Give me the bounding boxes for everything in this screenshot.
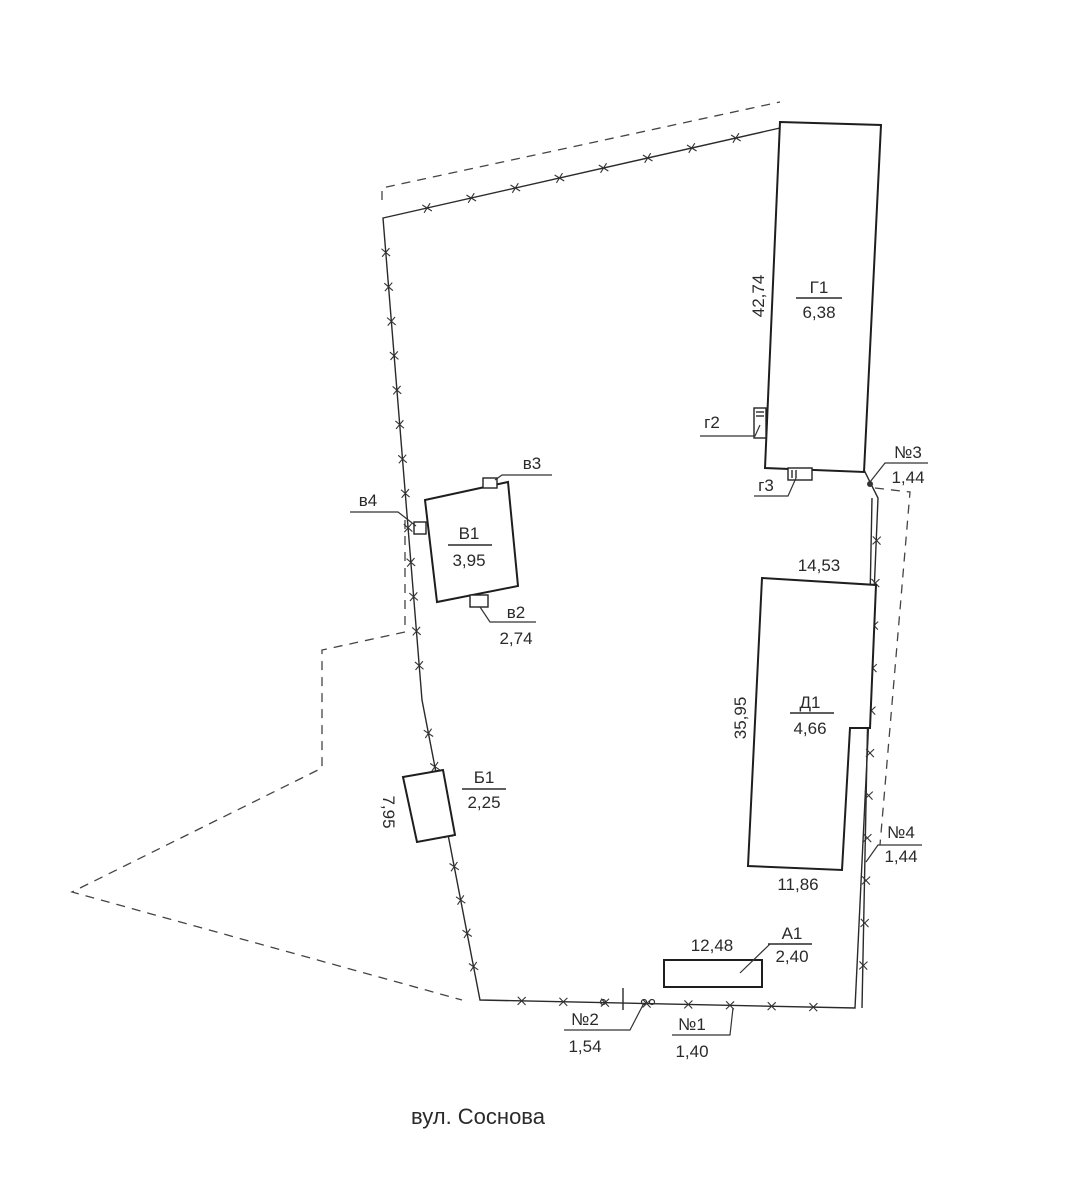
fence-tick [730, 134, 741, 142]
annex-v2-name: в2 [507, 603, 526, 622]
fence-tick [861, 876, 871, 885]
fence-tick [466, 194, 477, 202]
fence-tick [598, 164, 609, 172]
fence-tick [642, 154, 653, 162]
fence-tick [406, 557, 415, 567]
street-name: вул. Соснова [411, 1104, 546, 1129]
fence-tick [872, 536, 882, 545]
fence-tick [409, 592, 418, 602]
building-d1-name: Д1 [800, 693, 821, 712]
annex-v4 [413, 521, 427, 535]
fence-tick [392, 385, 402, 395]
fence-tick [767, 1001, 776, 1011]
plot-boundary-right-double [861, 497, 873, 1009]
point-n1-marker-2 [648, 998, 656, 1006]
building-b1-name: Б1 [474, 768, 495, 787]
fence-tick [401, 488, 410, 499]
annex-g2-leader [700, 424, 761, 437]
fence-tick [684, 999, 693, 1009]
fence-tick [860, 918, 870, 928]
building-d1-value: 4,66 [793, 719, 826, 738]
building-d1-dim-top: 14,53 [798, 556, 841, 575]
building-g1-value: 6,38 [802, 303, 835, 322]
building-v1-name: В1 [459, 524, 480, 543]
building-b1-dim: 7,95 [379, 795, 398, 828]
annex-v2-value: 2,74 [499, 629, 532, 648]
annex-v2-leader [479, 606, 536, 623]
fence-tick [412, 626, 421, 636]
fence-tick [469, 961, 478, 972]
point-n3-name: №3 [894, 443, 922, 462]
building-d1-dim-left: 35,95 [731, 697, 750, 740]
building-b1-value: 2,25 [467, 793, 500, 812]
building-d1 [746, 576, 878, 872]
point-n1-leader [672, 1007, 734, 1036]
building-v1-value: 3,95 [452, 551, 485, 570]
point-n4-leader [865, 844, 922, 863]
annex-v3-leader [494, 474, 552, 481]
fence-tick [424, 728, 433, 739]
fence-tick [686, 144, 697, 152]
point-n3-leader [869, 462, 928, 483]
annex-v3-label: в3 [523, 454, 542, 473]
fence-tick [403, 523, 413, 533]
building-a1-leader [739, 943, 771, 974]
building-d1-dim-bottom: 11,86 [777, 875, 818, 894]
annex-g3-label: г3 [758, 476, 774, 495]
building-b1 [401, 768, 457, 844]
building-a1-dim: 12,48 [691, 936, 734, 955]
fence-tick [864, 791, 874, 800]
point-n2-value: 1,54 [568, 1037, 601, 1056]
annex-g2-label: г2 [704, 413, 720, 432]
dashed-boundary-top [381, 101, 781, 200]
fence-tick [809, 1002, 818, 1012]
building-g1-dim: 42,74 [749, 275, 768, 318]
fence-tick [865, 748, 875, 758]
point-n3-marker [867, 481, 873, 487]
annex-v3 [482, 477, 498, 489]
annex-g3 [787, 467, 813, 481]
point-n1-name: №1 [678, 1015, 706, 1034]
point-n2-name: №2 [571, 1010, 599, 1029]
point-n3-value: 1,44 [891, 468, 924, 487]
building-g1 [763, 120, 883, 474]
annex-v4-leader [350, 511, 417, 527]
point-n4-name: №4 [887, 823, 915, 842]
annex-v2 [469, 594, 489, 608]
fence-tick [398, 454, 407, 464]
building-a1-value: 2,40 [775, 947, 808, 966]
fence-tick [390, 351, 399, 361]
fence-tick [554, 174, 565, 182]
fence-tick [384, 282, 393, 292]
fence-tick [858, 961, 868, 970]
fence-tick [395, 419, 404, 430]
point-n2-marker [599, 998, 607, 1006]
fence-tick [517, 996, 526, 1006]
fence-tick [510, 184, 521, 192]
annex-g3-leader [754, 477, 797, 497]
fence-tick [862, 833, 872, 843]
building-a1-name: А1 [782, 924, 803, 943]
point-n1-value: 1,40 [675, 1042, 708, 1061]
dashed-boundary-left [70, 520, 463, 1001]
annex-v4-label: в4 [359, 491, 378, 510]
point-n1-marker [640, 998, 648, 1006]
building-v1 [423, 480, 520, 604]
building-g1-name: Г1 [810, 278, 829, 297]
dashed-boundary-right [874, 487, 911, 846]
fence-tick [450, 861, 458, 872]
fence-tick [431, 761, 439, 772]
building-a1 [663, 959, 763, 988]
fence-tick [457, 895, 465, 905]
fence-tick [422, 204, 433, 212]
fence-tick [559, 997, 568, 1007]
point-n4-value: 1,44 [884, 847, 917, 866]
fence-tick [463, 928, 471, 939]
fence-tick [387, 316, 396, 326]
fence-tick [381, 247, 390, 258]
fence-tick [415, 660, 424, 671]
point-n2-leader [564, 1002, 645, 1031]
